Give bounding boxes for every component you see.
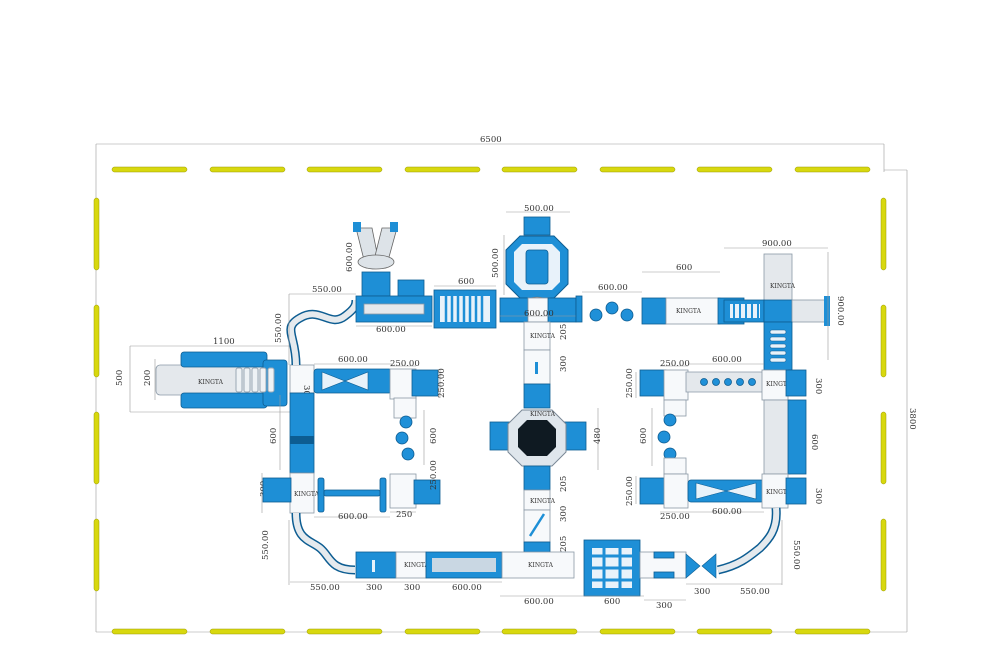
octagon-w-label: 500.00 [524,204,554,214]
brand-mark: KINGTA [294,491,320,498]
bottom-row: KINGTA KINGTA 550.00 300 300 600.00 600.… [290,539,782,611]
lr-250-tl-label: 250.00 [390,359,420,369]
right-top-600-label: 600 [676,263,692,273]
bottom-550-label: 550.00 [310,583,340,593]
lr-600-mid-label: 600 [429,428,439,444]
top-left-550-label: 550.00 [312,285,342,295]
lr-250-bl-label: 250 [396,510,412,520]
brand-mark: KINGTA [530,498,556,505]
claw-height-label: 600.00 [345,242,355,272]
bottom-600c-label: 600 [604,597,620,607]
right-tower-h-label: 900.00 [835,296,845,326]
brand-mark: KINGTA [770,283,796,290]
ladder-600-label: 600 [458,277,474,287]
rr-550-r-label: 550.00 [791,540,801,570]
lr-600-bot-label: 600.00 [338,512,368,522]
bottom-600a-label: 600.00 [452,583,482,593]
slide-inner-label: 200 [143,370,153,386]
brand-mark: KINGTA [766,381,792,388]
top-right: KINGTA 600 KINGTA 900.00 900.00 [641,239,845,371]
boundary-markers [93,166,887,635]
bottom-300b-label: 300 [404,583,420,593]
center-205c-label: 205 [559,536,569,552]
left-lower-550-label: 550.00 [261,530,271,560]
left-bars [93,197,100,592]
rr-250-vl-label: 250.00 [625,368,635,398]
rr-600-bot-label: 600.00 [712,507,742,517]
bottom-300c-label: 300 [656,601,672,611]
rr-600-r-label: 600 [809,434,819,450]
center-300b-label: 300 [559,506,569,522]
rr-250-bl-label: 250.00 [660,512,690,522]
rr-250-bvl-label: 250.00 [625,476,635,506]
right-tower-w-label: 900.00 [762,239,792,249]
bottom-300d-label: 300 [694,587,710,597]
left-col-600-label: 600 [269,428,279,444]
brand-mark: KINGTA [528,562,554,569]
slide-length-label: 1100 [213,337,235,347]
right-loop: KINGTA 600.00 250.00 250.00 300 600 600 … [625,355,823,585]
buoys-600-label: 600.00 [598,283,628,293]
overall-width-label: 6500 [480,135,502,145]
center-column: KINGTA 205 300 KINGTA 480 KINGTA 205 300… [489,321,603,555]
top-block-600-label: 600.00 [376,325,406,335]
bottom-bars [111,628,871,635]
top-buoys: 600.00 [575,283,642,323]
rr-600-top-label: 600.00 [712,355,742,365]
brand-mark: KINGTA [530,411,556,418]
left-slide: 1100 500 200 KINGTA [115,337,290,413]
slide-height-label: 500 [115,370,125,386]
brand-mark: KINGTA [198,379,224,386]
top-octagon: 500.00 500.00 600.00 [491,204,577,323]
rr-300-r-label: 300 [813,378,823,394]
rr-250-tl-label: 250.00 [660,359,690,369]
lr-600-top-label: 600.00 [338,355,368,365]
bottom-550r-label: 550.00 [740,587,770,597]
lr-250-v-label: 250.00 [429,460,439,490]
top-center-left: 600.00 600.00 600 [345,222,497,335]
top-left-v550-label: 550.00 [274,313,284,343]
brand-mark: KINGTA [404,562,430,569]
lr-250-tr-label: 250.00 [437,368,447,398]
rr-600-l-label: 600 [639,428,649,444]
brand-mark: KINGTA [530,333,556,340]
center-205b-label: 205 [559,476,569,492]
brand-mark: KINGTA [766,489,792,496]
right-bars [880,197,887,592]
center-600-label: 600.00 [524,309,554,319]
overall-height-label: 3800 [907,408,917,430]
octagon-h-label: 500.00 [491,248,501,278]
bottom-600b-label: 600.00 [524,597,554,607]
buoy-jump-480-label: 480 [593,428,603,444]
brand-mark: KINGTA [676,308,702,315]
rr-300-br-label: 300 [813,488,823,504]
center-205a-label: 205 [559,324,569,340]
left-loop: 300 600 KINGTA 300 550.00 550.00 600.00 … [259,285,447,585]
center-300a-label: 300 [559,356,569,372]
bottom-300a-label: 300 [366,583,382,593]
top-bars [111,166,871,173]
